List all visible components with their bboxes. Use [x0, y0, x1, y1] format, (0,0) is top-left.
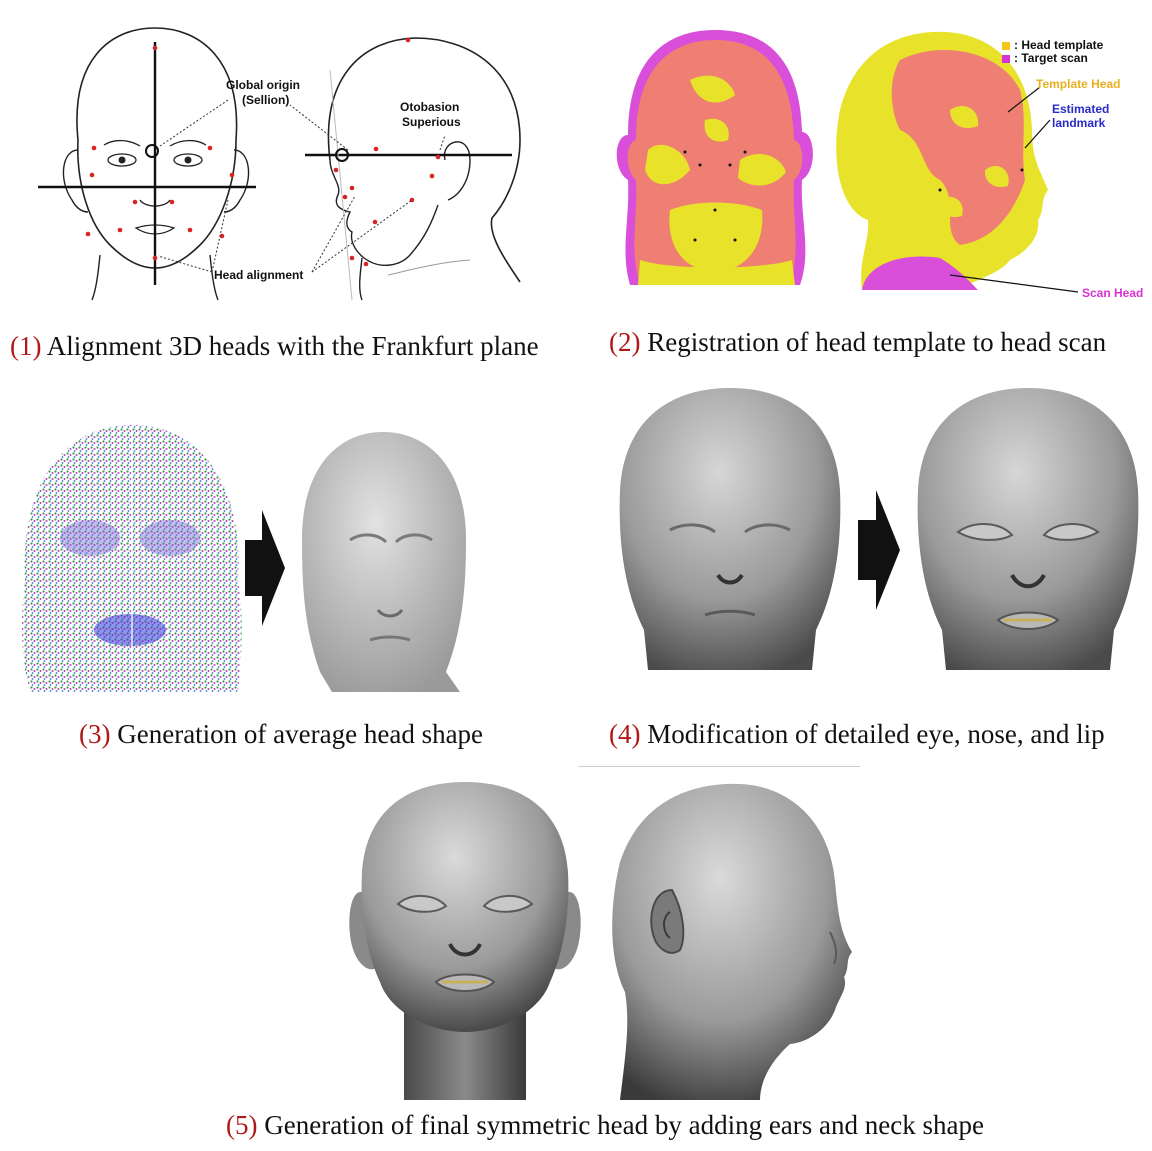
- caption-number: (2): [609, 327, 640, 357]
- legend-swatch-scan: [1002, 55, 1010, 63]
- caption-panel-1: (1) Alignment 3D heads with the Frankfur…: [10, 330, 539, 362]
- panel-final-head: [340, 772, 860, 1100]
- label-superious: Superious: [402, 115, 461, 129]
- frankfurt-plane-drawing: [0, 0, 560, 310]
- label-global-origin: Global origin: [226, 78, 300, 92]
- legend-target-scan-text: : Target scan: [1014, 51, 1088, 65]
- modification-figure: [600, 380, 1152, 700]
- caption-text: Generation of average head shape: [110, 719, 483, 749]
- legend-head-template-text: : Head template: [1014, 38, 1103, 52]
- legend-head-template: : Head template: [1002, 38, 1103, 52]
- panel-modification: [600, 380, 1152, 700]
- label-sellion: (Sellion): [242, 93, 289, 107]
- panel-frankfurt-alignment: Global origin (Sellion) Otobasion Superi…: [0, 0, 560, 310]
- panel-average-head: [0, 410, 560, 700]
- caption-text: Alignment 3D heads with the Frankfurt pl…: [41, 331, 538, 361]
- caption-panel-4: (4) Modification of detailed eye, nose, …: [609, 718, 1105, 750]
- label-otobasion: Otobasion: [400, 100, 459, 114]
- label-landmark: landmark: [1052, 116, 1105, 130]
- legend-target-scan: : Target scan: [1002, 51, 1088, 65]
- caption-panel-5: (5) Generation of final symmetric head b…: [226, 1109, 984, 1141]
- caption-number: (1): [10, 331, 41, 361]
- caption-number: (4): [609, 719, 640, 749]
- average-head-figure: [0, 410, 560, 700]
- legend-swatch-template: [1002, 42, 1010, 50]
- caption-text: Generation of final symmetric head by ad…: [257, 1110, 983, 1140]
- label-scan-head: Scan Head: [1082, 286, 1143, 300]
- caption-panel-2: (2) Registration of head template to hea…: [609, 326, 1106, 358]
- label-head-alignment: Head alignment: [214, 268, 303, 282]
- final-head-figure: [340, 772, 860, 1100]
- label-estimated: Estimated: [1052, 102, 1109, 116]
- panel-registration: : Head template : Target scan Template H…: [600, 20, 1152, 310]
- caption-number: (3): [79, 719, 110, 749]
- divider-line: [578, 766, 860, 767]
- caption-text: Modification of detailed eye, nose, and …: [640, 719, 1104, 749]
- caption-number: (5): [226, 1110, 257, 1140]
- label-template-head: Template Head: [1036, 77, 1120, 91]
- caption-panel-3: (3) Generation of average head shape: [79, 718, 483, 750]
- caption-text: Registration of head template to head sc…: [640, 327, 1106, 357]
